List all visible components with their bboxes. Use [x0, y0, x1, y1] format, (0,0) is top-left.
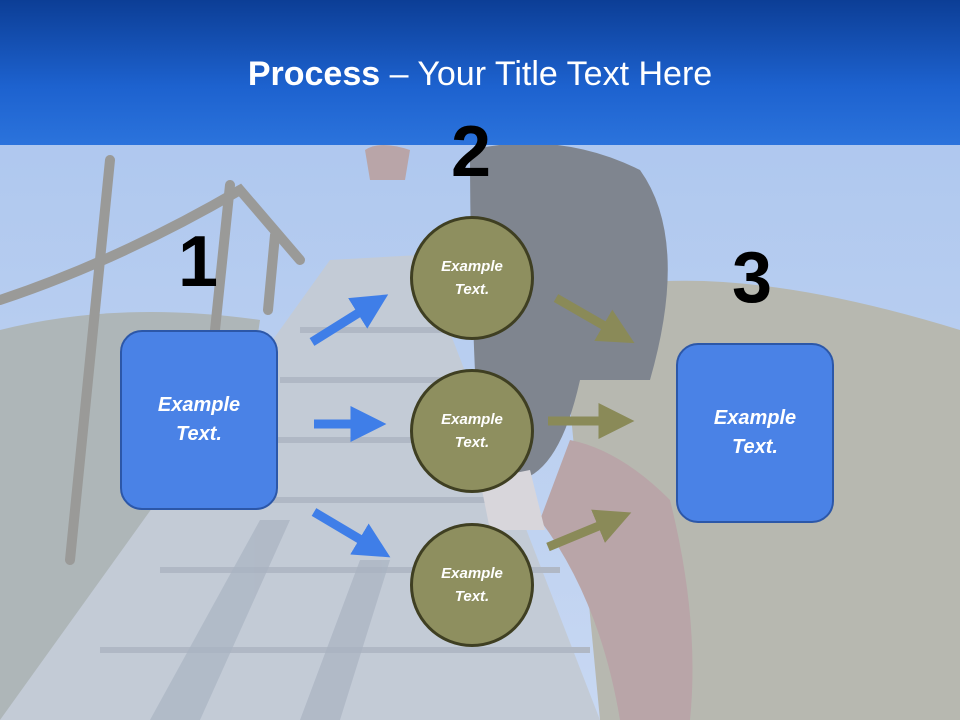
circle-bottom-text: Example Text.: [441, 565, 503, 605]
arrow-circle-bottom-to-box3: [546, 509, 632, 552]
arrow-box1-to-circle-top: [309, 294, 389, 346]
step1-box-text: Example Text.: [157, 394, 241, 445]
arrow-circle-top-to-box3: [553, 294, 635, 344]
circle-middle-text: Example Text.: [441, 411, 503, 451]
circle-top: Example Text.: [410, 216, 534, 340]
step3-box: Example Text.: [676, 343, 834, 523]
step1-box: Example Text.: [120, 330, 278, 510]
circle-bottom: Example Text.: [410, 523, 534, 647]
title-bar: [0, 0, 960, 145]
title-rest: – Your Title Text Here: [380, 55, 713, 93]
step-number-1: 1: [178, 222, 219, 302]
circle-top-text: Example Text.: [441, 258, 503, 298]
step-number-2: 2: [451, 112, 492, 192]
step-number-3: 3: [732, 238, 773, 318]
circle-middle: Example Text.: [410, 369, 534, 493]
title-bold: Process: [247, 55, 381, 93]
slide-title: Process – Your Title Text Here: [0, 52, 960, 96]
arrow-box1-to-circle-bottom: [311, 508, 391, 558]
step3-box-text: Example Text.: [713, 407, 797, 458]
